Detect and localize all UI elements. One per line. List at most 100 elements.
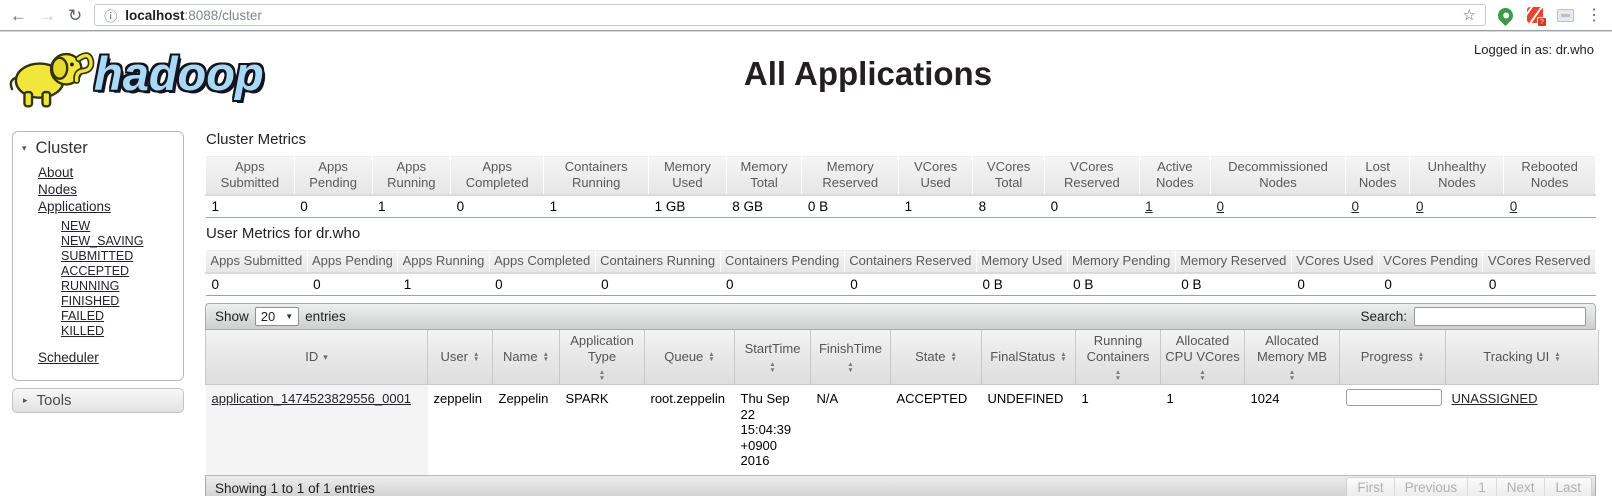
address-bar[interactable]: ⓘ localhost :8088/cluster ☆ [94, 4, 1486, 26]
sidebar-item-finished[interactable]: FINISHED [61, 294, 120, 308]
column-header-state[interactable]: State▲▼ [890, 330, 982, 385]
search-input[interactable] [1414, 307, 1586, 326]
cell-id: application_1474523829556_0001 [205, 384, 428, 475]
sidebar-item-submitted[interactable]: SUBMITTED [61, 249, 134, 263]
window-extension-icon[interactable] [1557, 8, 1574, 22]
reload-icon[interactable]: ↻ [68, 5, 83, 25]
sidebar-item-accepted[interactable]: ACCEPTED [61, 264, 130, 278]
cell-finishtime: N/A [816, 391, 839, 406]
checklist-extension-icon[interactable]: ? [1527, 7, 1547, 27]
back-icon[interactable]: ← [10, 5, 27, 25]
pagination-first-button[interactable]: First [1357, 480, 1384, 495]
column-header-allocated-memory-mb[interactable]: Allocated Memory MB ▲▼ [1244, 330, 1340, 385]
list-item: NEW [61, 219, 183, 234]
list-item: NEW_SAVING [61, 234, 183, 249]
column-header-finishtime[interactable]: FinishTime▲▼ [810, 330, 891, 385]
pagination-last-button[interactable]: Last [1544, 478, 1591, 496]
cell-finalstatus: UNDEFINED [987, 391, 1064, 406]
sidebar-item-failed[interactable]: FAILED [61, 309, 105, 323]
sort-icon: ▲▼ [598, 369, 606, 382]
main-content: Cluster Metrics Apps Submitted Apps Pend… [205, 131, 1599, 496]
sidebar-item-killed[interactable]: KILLED [61, 324, 105, 338]
list-item: ACCEPTED [61, 264, 183, 279]
hadoop-logo[interactable]: hadoop [4, 35, 264, 111]
pagination-previous-button[interactable]: Previous [1393, 478, 1468, 496]
tools-nav-header-label: Tools [36, 392, 72, 409]
cluster-nav-panel: ▾ Cluster About Nodes Applications NEW N… [12, 131, 184, 381]
sidebar-item-new[interactable]: NEW [61, 219, 91, 233]
table-row: 1 0 1 0 1 1 GB 8 GB 0 B 1 8 0 1 0 0 0 0 [205, 195, 1596, 218]
bookmark-star-icon[interactable]: ☆ [1462, 7, 1476, 24]
metric-value: 1 GB [648, 195, 727, 218]
metric-value: 0 [1210, 195, 1346, 218]
entries-label: entries [305, 309, 346, 324]
cell-user: zeppelin [433, 391, 482, 406]
metric-value: 0 [1409, 195, 1504, 218]
column-header-allocated-cpu-vcores[interactable]: Allocated CPU VCores▲▼ [1160, 330, 1245, 385]
column-header: VCores Reserved [1044, 155, 1140, 196]
column-header: Apps Pending [293, 155, 373, 196]
showing-entries-text: Showing 1 to 1 of 1 entries [215, 480, 375, 496]
cluster-nav-header[interactable]: ▾ Cluster [13, 132, 183, 164]
pagination-page-1-button[interactable]: 1 [1467, 478, 1496, 496]
sidebar-item-about[interactable]: About [38, 165, 74, 180]
column-header-label: Allocated Memory MB [1256, 333, 1328, 364]
column-header-progress[interactable]: Progress▲▼ [1339, 330, 1446, 385]
site-info-icon[interactable]: ⓘ [104, 8, 118, 24]
cell-tracking-ui: UNASSIGNED [1446, 385, 1599, 475]
page-size-value: 20 [260, 309, 276, 324]
application-id-link[interactable]: application_1474523829556_0001 [211, 391, 412, 406]
url-path: :8088/cluster [184, 7, 262, 23]
pin-extension-icon[interactable] [1494, 4, 1517, 26]
column-header: Apps Completed [488, 249, 596, 274]
tracking-ui-link[interactable]: UNASSIGNED [1451, 391, 1538, 406]
sidebar-item-nodes[interactable]: Nodes [38, 182, 78, 197]
metric-value: 0 [1044, 195, 1140, 218]
unhealthy-nodes-link[interactable]: 0 [1415, 199, 1424, 214]
metric-value: 0 [1345, 195, 1410, 218]
column-header-queue[interactable]: Queue▲▼ [644, 330, 735, 385]
forward-icon[interactable]: → [39, 5, 56, 25]
collapse-triangle-icon: ▾ [22, 143, 27, 153]
active-nodes-link[interactable]: 1 [1145, 199, 1153, 214]
cell-starttime: Thu Sep 22 15:04:39 +0900 2016 [740, 391, 792, 468]
page-header: hadoop All Applications Logged in as: dr… [0, 31, 1612, 123]
column-header: Decommissioned Nodes [1210, 155, 1346, 196]
column-header-name[interactable]: Name▲▼ [492, 330, 560, 385]
cell-progress [1340, 385, 1446, 475]
metric-value: 0 [307, 273, 398, 296]
column-header: Containers Reserved [843, 249, 977, 274]
column-header-running-containers[interactable]: Running Containers▲▼ [1075, 330, 1161, 385]
column-header: Memory Used [975, 249, 1068, 274]
applications-table: ID▾ User▲▼ Name▲▼ Application Type ▲▼ Que… [205, 330, 1599, 475]
sort-icon: ▲▼ [1060, 350, 1067, 363]
column-header-tracking-ui[interactable]: Tracking UI▲▼ [1445, 330, 1599, 385]
sort-icon: ▲▼ [1288, 369, 1296, 382]
column-header-starttime[interactable]: StartTime▲▼ [734, 330, 811, 385]
sidebar-item-new-saving[interactable]: NEW_SAVING [61, 234, 144, 248]
table-row: 0 0 1 0 0 0 0 0 B 0 B 0 B 0 0 0 [205, 273, 1596, 296]
column-header-label: ID [305, 349, 319, 364]
browser-menu-icon[interactable]: ⋮ [1586, 7, 1602, 24]
column-header-finalstatus[interactable]: FinalStatus▲▼ [981, 330, 1076, 385]
decommissioned-nodes-link[interactable]: 0 [1216, 199, 1225, 214]
sidebar-item-applications[interactable]: Applications [38, 199, 111, 214]
sidebar-item-running[interactable]: RUNNING [61, 279, 120, 293]
lost-nodes-link[interactable]: 0 [1351, 199, 1359, 214]
page-size-select[interactable]: 20 ▼ [254, 307, 300, 326]
pagination-next-button[interactable]: Next [1495, 478, 1545, 496]
column-header-label: Application Type [570, 333, 634, 364]
column-header-application-type[interactable]: Application Type ▲▼ [559, 330, 645, 385]
column-header: Apps Running [397, 249, 490, 274]
tools-nav-header[interactable]: ▸ Tools [12, 388, 184, 413]
sort-icon: ▲▼ [1554, 350, 1561, 363]
column-header-id[interactable]: ID▾ [205, 330, 428, 385]
rebooted-nodes-link[interactable]: 0 [1509, 199, 1518, 214]
sidebar-item-scheduler[interactable]: Scheduler [38, 350, 99, 365]
column-header-label: Allocated CPU VCores [1165, 333, 1240, 364]
metric-value: 0 [720, 273, 845, 296]
search-label: Search: [1360, 309, 1407, 324]
column-header-user[interactable]: User▲▼ [427, 330, 493, 385]
list-item: Applications [38, 198, 183, 215]
cell-allocated-memory-mb: 1024 [1250, 391, 1280, 406]
